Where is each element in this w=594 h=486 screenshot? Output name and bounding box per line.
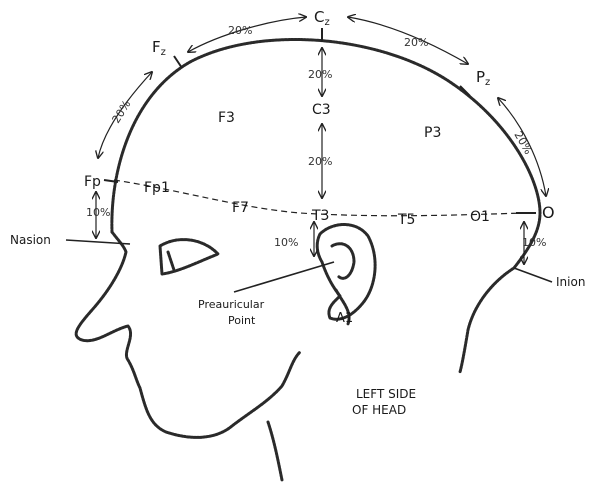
label-t3: T3 [311,208,329,224]
pct-fz-cz: 20% [228,24,252,37]
pct-c3-t3: 20% [308,155,332,168]
caption-line1: LEFT SIDE [356,387,416,401]
label-a1: A1 [336,311,353,326]
pct-fp-nasion: 10% [86,206,110,219]
inion-line [514,268,552,282]
label-cz: Cz [314,8,330,28]
label-fz: Fz [152,38,166,58]
ear-drawing [317,225,375,325]
label-c3: C3 [312,102,331,118]
pct-pz-o: 20% [511,129,534,157]
label-p3: P3 [424,125,441,141]
head-outline [112,40,540,372]
pct-cz-pz: 20% [404,36,428,49]
pct-fp-fz: 20% [110,98,134,126]
label-inion: Inion [556,275,585,289]
label-f7: F7 [232,200,249,216]
label-t5: T5 [397,212,415,228]
eye-drawing [160,240,218,274]
label-f3: F3 [218,110,235,126]
caption-line2: OF HEAD [352,403,406,417]
label-nasion: Nasion [10,233,51,247]
label-o1: O1 [470,209,490,225]
fz-tick [174,56,182,68]
neck-outline [268,422,282,480]
pct-t3-preauricular: 10% [274,236,298,249]
pct-cz-c3: 20% [308,68,332,81]
label-o: O [542,203,555,222]
label-fp: Fp [84,174,101,190]
preauricular-pointer [234,262,334,292]
label-preauricular: Preauricular [198,298,265,311]
pct-o-inion: 10% [522,236,546,249]
label-pz: Pz [476,68,490,88]
label-fp1: Fp1 [144,180,170,196]
label-point: Point [228,314,256,327]
face-profile [76,232,300,437]
